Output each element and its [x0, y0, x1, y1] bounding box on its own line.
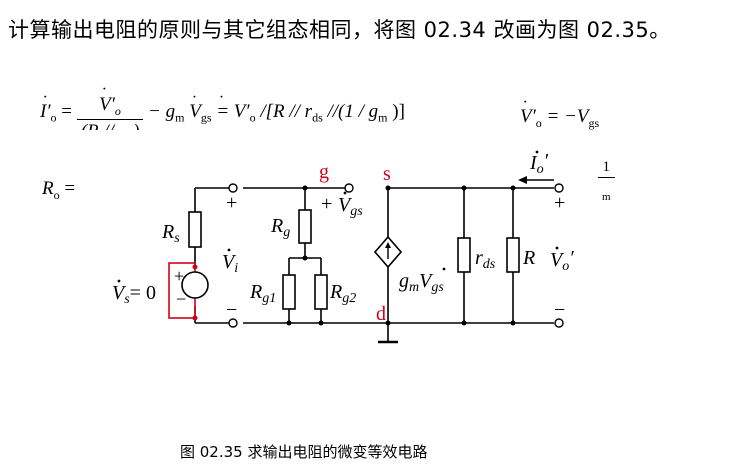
- rg1-label: Rg1: [249, 281, 276, 306]
- vo-label: Vo′: [550, 247, 574, 274]
- node-s-label: s: [383, 163, 391, 185]
- right-fraction: 1 m: [598, 160, 615, 203]
- r-load-label: R: [522, 247, 535, 269]
- node-dot: [192, 315, 198, 321]
- resistor-r-load: [506, 237, 520, 273]
- io-label: Io′: [529, 150, 549, 177]
- minus-right: −: [554, 299, 565, 321]
- minus-left: −: [226, 299, 237, 321]
- resistor-rs: [188, 211, 202, 248]
- terminals: [228, 183, 564, 328]
- figure-caption: 图 02.35 求输出电阻的微变等效电路: [180, 443, 428, 461]
- minus-source: −: [176, 289, 186, 309]
- plus-left: +: [226, 192, 237, 214]
- rg-label: Rg: [270, 215, 290, 240]
- ro-equation: Ro =: [42, 178, 76, 202]
- plus-right: +: [554, 192, 565, 214]
- plus-source: +: [174, 266, 184, 286]
- resistor-rg1: [282, 274, 296, 310]
- plus-vgs: +: [321, 193, 332, 215]
- vs-label: Vs= 0: [112, 282, 156, 307]
- vgs-label: Vgs: [338, 194, 363, 219]
- rg2-label: Rg2: [329, 281, 356, 306]
- node-g-label: g: [319, 161, 329, 183]
- voltage-source-icon: [181, 271, 209, 299]
- io-equation: I′o = V′o (R // ...) − gm Vgs = V′o /[R …: [40, 95, 405, 130]
- rds-label: rds: [475, 247, 496, 272]
- vo-equation: V′o = −Vgs: [520, 106, 599, 131]
- intro-text: 计算输出电阻的原则与其它组态相同，将图 02.34 改画为图 02.35。: [8, 18, 671, 42]
- resistor-rds: [457, 237, 471, 273]
- junction-dots: [286, 185, 516, 326]
- resistor-rg2: [314, 274, 328, 310]
- node-dot: [192, 264, 198, 270]
- vi-label: Vi: [222, 251, 238, 276]
- overdot-marks: [117, 150, 559, 283]
- node-d-label: d: [376, 303, 386, 325]
- wires: [194, 187, 554, 344]
- source-arrowhead-icon: [385, 242, 391, 248]
- resistor-rg: [298, 209, 312, 244]
- dependent-source-label: gmVgs: [399, 270, 444, 295]
- io-fraction: V′o (R // ...): [76, 95, 144, 130]
- io-arrowhead-icon: [518, 176, 527, 184]
- rs-label: Rs: [161, 221, 180, 246]
